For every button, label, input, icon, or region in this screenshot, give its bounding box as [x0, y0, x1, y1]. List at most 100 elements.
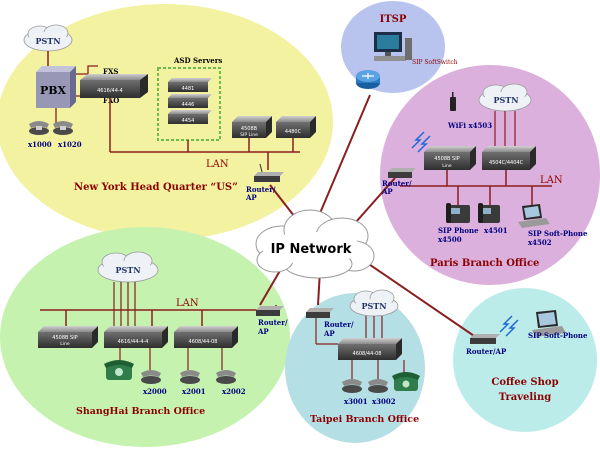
fxs-label: FXS — [103, 67, 118, 76]
paris-site: PSTN WiFi x4503 4508B SIP Line 4504C/440… — [381, 83, 588, 269]
ny-lan-bus — [109, 98, 300, 170]
coffee-softphone-label: SIP Soft-Phone — [528, 331, 588, 340]
shanghai-lan-label: LAN — [176, 298, 199, 309]
softswitch-label: SIP SoftSwitch — [412, 59, 458, 66]
paris-sip-phone-x4501-icon — [478, 203, 500, 223]
coffee-router-label: Router/AP — [466, 347, 507, 356]
wan-links — [259, 94, 481, 341]
shanghai-main-gateway: 4616/44-4-4 — [104, 326, 168, 348]
taipei-gateway-label: 4608/44-08 — [353, 351, 382, 357]
ny-ext-x1000: x1000 — [28, 140, 52, 149]
paris-pstn-cloud: PSTN — [478, 83, 532, 112]
shanghai-pstn-cloud: PSTN — [97, 251, 159, 283]
shanghai-site-title: ShangHai Branch Office — [76, 406, 205, 417]
shanghai-site: PSTN LAN 4508B SIP Line — [38, 251, 288, 417]
paris-pstn-label: PSTN — [493, 95, 518, 105]
shanghai-lan-bus — [40, 305, 277, 326]
paris-main-gateway: 4504C/4404C — [482, 146, 536, 170]
taipei-site: PSTN Router/ AP 4608/44-08 — [306, 289, 420, 425]
ny-sip-gateway-sublabel: SIP Line — [240, 132, 258, 138]
asd-server-4481-label: 4481 — [182, 86, 195, 92]
ny-router-label: Router/ — [246, 185, 276, 194]
paris-lan-label: LAN — [540, 175, 563, 186]
ny-ext-x1020: x1020 — [58, 140, 82, 149]
taipei-phone-x3002-icon — [368, 379, 388, 393]
taipei-ext-x3002: x3002 — [372, 397, 396, 406]
coffee-site-title: Coffee Shop — [491, 377, 558, 388]
coffee-site: Router/AP SIP Soft-Phone Coffee Shop Tra… — [466, 310, 588, 403]
paris-sip-gateway-label: 4508B SIP — [434, 156, 459, 162]
shanghai-sip-gateway-sublabel: Line — [60, 341, 70, 347]
ny-sip-gateway-label: 4508B — [241, 126, 258, 132]
ip-network-label: IP Network — [271, 242, 352, 257]
wifi-handset-icon — [450, 92, 456, 111]
ny-right-gateway: 4480C — [276, 116, 316, 138]
shanghai-router-icon — [256, 306, 284, 316]
ny-zone — [0, 4, 333, 240]
shanghai-phone-x2000-icon — [141, 370, 161, 384]
paris-softphone-label: SIP Soft-Phone — [528, 229, 588, 238]
asd-server-4454-label: 4454 — [182, 118, 195, 124]
taipei-router-label: Router/ — [324, 320, 354, 329]
ny-site-title: New York Head Quarter “US” — [74, 182, 238, 193]
paris-softphone-laptop-icon — [518, 204, 550, 228]
asd-server-4481: 4481 — [168, 78, 212, 92]
ny-phone-x1000-icon — [29, 121, 49, 135]
taipei-router-icon — [306, 308, 334, 318]
paris-main-gateway-label: 4504C/4404C — [489, 160, 524, 166]
itsp-router-icon — [356, 70, 380, 89]
ny-right-gateway-label: 4480C — [285, 129, 302, 135]
shanghai-router-label: Router/ — [258, 318, 288, 327]
paris-ext-x4500: x4500 — [438, 235, 462, 244]
taipei-zone — [285, 293, 425, 443]
ny-router-icon — [254, 163, 284, 182]
shanghai-third-gateway-label: 4608/44-08 — [189, 339, 218, 345]
itsp-site: ITSP SIP SoftSwitch — [356, 14, 458, 89]
asd-server-4446-label: 4446 — [182, 102, 195, 108]
coffee-zone — [453, 288, 597, 432]
ny-lan-label: LAN — [206, 159, 229, 170]
taipei-ext-x3001: x3001 — [344, 397, 368, 406]
coffee-router-icon — [470, 334, 500, 344]
ny-main-gateway: 4616/44-4 — [80, 74, 148, 98]
shanghai-phone-x2001-icon — [180, 370, 200, 384]
ny-phone-x1020-icon — [53, 121, 73, 135]
paris-sip-gateway-sublabel: Line — [442, 163, 452, 169]
paris-sip-phone-x4500-icon — [446, 203, 470, 223]
paris-router-icon — [388, 168, 416, 178]
shanghai-ext-x2001: x2001 — [182, 387, 206, 396]
shanghai-ext-x2002: x2002 — [222, 387, 246, 396]
paris-zone — [380, 65, 600, 285]
asd-servers-title: ASD Servers — [173, 56, 222, 65]
shanghai-pstn-label: PSTN — [115, 265, 140, 275]
asd-server-4446: 4446 — [168, 94, 212, 108]
fxo-label: FXO — [103, 96, 119, 105]
shanghai-main-gateway-label: 4616/44-4-4 — [118, 339, 149, 345]
taipei-pstn-cloud: PSTN — [349, 289, 399, 317]
taipei-analog-phone-icon — [392, 372, 420, 391]
paris-wifi-label: WiFi x4503 — [447, 121, 492, 130]
softswitch-pc-icon — [374, 32, 412, 61]
shanghai-router-label-2: AP — [257, 327, 269, 336]
pbx-box: PBX — [36, 66, 76, 108]
paris-ext-x4502: x4502 — [528, 238, 552, 247]
pbx-label: PBX — [40, 84, 67, 97]
shanghai-sip-gateway: 4508B SIP Line — [38, 326, 98, 348]
taipei-phone-x3001-icon — [342, 379, 362, 393]
coffee-site-title-2: Traveling — [499, 392, 552, 403]
paris-site-title: Paris Branch Office — [430, 258, 539, 269]
paris-sip-phone-label: SIP Phone — [438, 226, 479, 235]
taipei-router-label-2: AP — [323, 329, 335, 338]
shanghai-sip-gateway-label: 4508B SIP — [52, 335, 77, 341]
ny-router-label-2: AP — [245, 193, 257, 202]
shanghai-third-gateway: 4608/44-08 — [174, 326, 238, 348]
coffee-wireless-signal-icon — [499, 315, 519, 337]
asd-server-4454: 4454 — [168, 110, 212, 124]
paris-router-label: Router/ — [382, 179, 412, 188]
asd-servers-frame — [157, 67, 221, 141]
ny-site: PSTN PBX FXS FXO 4616/44-4 x1000 — [23, 24, 316, 202]
paris-sip-gateway: 4508B SIP Line — [424, 146, 476, 170]
taipei-site-title: Taipei Branch Office — [310, 414, 419, 425]
ny-main-gateway-label: 4616/44-4 — [97, 88, 123, 94]
